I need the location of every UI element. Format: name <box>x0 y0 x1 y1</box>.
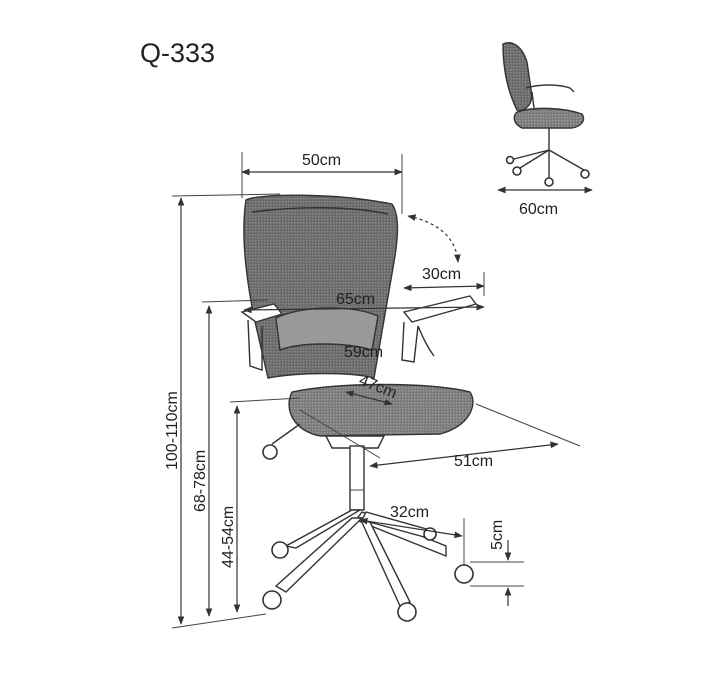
backrest-width-label: 50cm <box>302 152 341 169</box>
dimension-lines: 50cm 30cm 65cm 59cm 47cm 51cm 100-110cm <box>164 152 581 629</box>
seat-height-label: 44-54cm <box>220 506 237 568</box>
total-height-label: 100-110cm <box>164 391 181 470</box>
arm-span-label: 65cm <box>336 291 375 308</box>
armrest-flip-label: 30cm <box>422 266 461 283</box>
backrest-height-label: 59cm <box>344 344 383 361</box>
thumb-base-width-label: 60cm <box>519 201 558 218</box>
seat-cushion <box>288 383 474 437</box>
base-radius-label: 32cm <box>390 504 429 521</box>
caster-height-label: 5cm <box>489 520 506 550</box>
seat-width-label: 51cm <box>454 453 493 470</box>
chair-front-view <box>240 194 478 622</box>
side-view-thumbnail: 60cm <box>497 42 593 218</box>
product-title: Q-333 <box>140 38 215 68</box>
armrest-height-label: 68-78cm <box>192 450 209 512</box>
